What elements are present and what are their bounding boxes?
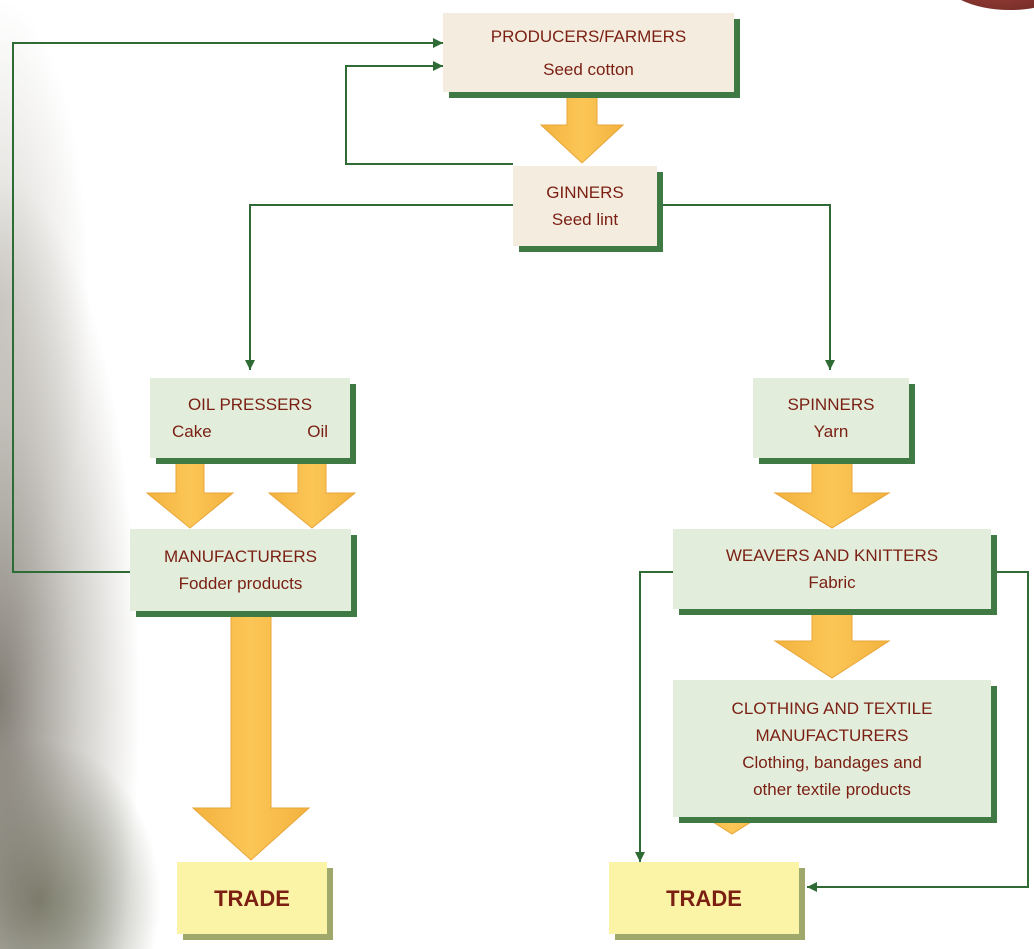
weavers-title: WEAVERS AND KNITTERS xyxy=(725,546,939,565)
clothing-product-line2: other textile products xyxy=(753,779,911,799)
clothing-title-line1: CLOTHING AND TEXTILE xyxy=(731,698,933,718)
clothing-product-line1: Clothing, bandages and xyxy=(742,752,922,772)
flow-arrow-fabric xyxy=(773,609,891,679)
ginners-title: GINNERS xyxy=(546,183,624,202)
corner-photo xyxy=(940,0,1034,10)
spinners-product: Yarn xyxy=(813,422,849,441)
connector-ginners-to-producers xyxy=(345,61,513,165)
producers-farmers-box: PRODUCERS/FARMERS Seed cotton xyxy=(443,13,734,92)
trade-left-box: TRADE xyxy=(177,862,327,934)
flow-arrow-manufacturers-trade xyxy=(191,600,311,861)
oil-pressers-cake: Cake xyxy=(172,422,212,441)
weavers-product: Fabric xyxy=(808,573,856,592)
oil-pressers-oil: Oil xyxy=(307,422,328,441)
oil-pressers-box: OIL PRESSERS Cake Oil xyxy=(150,378,350,458)
connector-weavers-to-trade-left xyxy=(635,571,673,862)
background-photo-fade xyxy=(0,0,260,949)
connector-manufacturers-to-producers xyxy=(12,38,443,573)
producers-product: Seed cotton xyxy=(543,59,634,79)
clothing-title-line2: MANUFACTURERS xyxy=(755,725,909,745)
weavers-knitters-box: WEAVERS AND KNITTERS Fabric xyxy=(673,529,991,609)
ginners-product: Seed lint xyxy=(551,210,619,229)
flow-arrow-producers-ginners xyxy=(539,96,625,164)
producers-title: PRODUCERS/FARMERS xyxy=(490,26,687,46)
clothing-textile-manufacturers-box: CLOTHING AND TEXTILE MANUFACTURERS Cloth… xyxy=(673,680,991,817)
trade-left-label: TRADE xyxy=(214,885,290,911)
spinners-title: SPINNERS xyxy=(787,395,875,414)
trade-right-box: TRADE xyxy=(609,862,799,934)
connector-ginners-to-oil-pressers xyxy=(245,204,513,370)
manufacturers-title: MANUFACTURERS xyxy=(163,547,317,566)
trade-right-label: TRADE xyxy=(666,885,742,911)
flow-arrow-yarn xyxy=(773,461,891,529)
flow-arrow-cake xyxy=(145,461,235,529)
manufacturers-product: Fodder products xyxy=(178,574,303,593)
spinners-box: SPINNERS Yarn xyxy=(753,378,909,458)
oil-pressers-title: OIL PRESSERS xyxy=(187,395,313,414)
flow-arrow-oil xyxy=(267,461,357,529)
connector-ginners-to-spinners xyxy=(657,204,835,370)
manufacturers-box: MANUFACTURERS Fodder products xyxy=(130,529,351,611)
ginners-box: GINNERS Seed lint xyxy=(513,166,657,246)
connector-weavers-to-trade-right xyxy=(807,571,1029,892)
